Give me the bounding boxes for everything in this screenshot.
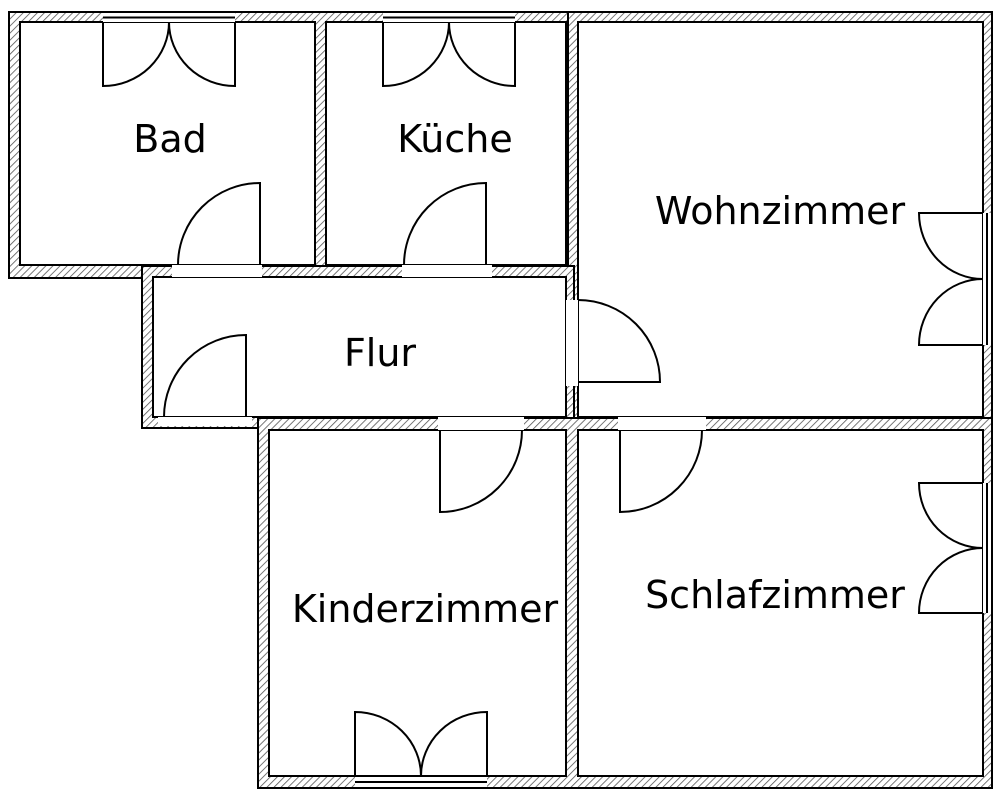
door-kueche (403, 181, 487, 266)
door-flur (163, 333, 247, 418)
label-kueche: Küche (397, 117, 512, 161)
room-wohnzimmer (577, 21, 984, 418)
window-schlafzimmer (917, 482, 984, 614)
window-kueche (382, 21, 516, 88)
room-interiors (19, 21, 984, 777)
window-wohnzimmer (917, 212, 984, 346)
doors (102, 21, 984, 777)
door-wohnzimmer (577, 299, 662, 383)
label-schlafzimmer: Schlafzimmer (645, 573, 905, 617)
door-schlafzimmer (619, 429, 703, 514)
room-kueche (325, 21, 567, 266)
label-flur: Flur (344, 331, 416, 375)
door-kinderzimmer (439, 429, 523, 514)
door-bad (177, 181, 261, 266)
label-bad: Bad (133, 117, 206, 161)
room-labels: Bad Küche Wohnzimmer Flur Kinderzimmer S… (133, 117, 905, 631)
room-bad (19, 21, 316, 266)
room-kinderzimmer (268, 429, 567, 777)
label-wohnzimmer: Wohnzimmer (655, 189, 906, 233)
window-bad (102, 21, 236, 88)
label-kinderzimmer: Kinderzimmer (292, 587, 559, 631)
room-schlafzimmer (577, 429, 984, 777)
wall-openings (103, 13, 991, 787)
window-kinderzimmer (354, 710, 488, 777)
room-flur (152, 276, 567, 418)
